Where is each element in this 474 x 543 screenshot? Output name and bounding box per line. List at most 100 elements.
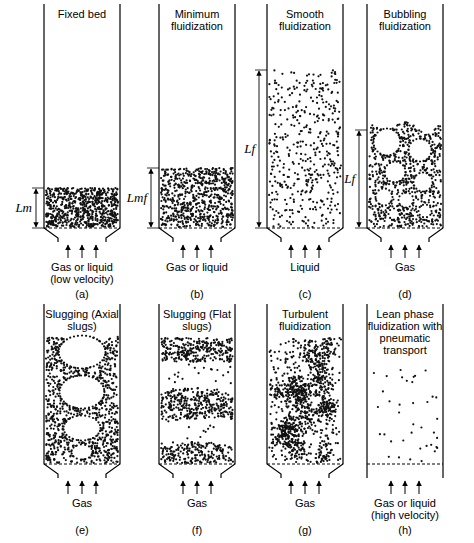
particle bbox=[327, 88, 329, 90]
particle bbox=[321, 95, 323, 97]
particle bbox=[296, 80, 298, 82]
particle bbox=[327, 133, 329, 135]
particle bbox=[229, 223, 231, 225]
particle bbox=[161, 188, 163, 190]
particle bbox=[281, 73, 283, 75]
particle bbox=[326, 198, 328, 200]
particle bbox=[306, 80, 308, 82]
particle bbox=[83, 202, 85, 204]
particle bbox=[337, 132, 339, 134]
particle bbox=[210, 206, 212, 208]
particle bbox=[321, 143, 323, 145]
particle bbox=[216, 180, 218, 182]
particle bbox=[109, 225, 111, 227]
particle bbox=[60, 220, 62, 222]
particle bbox=[208, 217, 210, 219]
particle bbox=[165, 205, 167, 207]
particle bbox=[277, 212, 279, 214]
particle bbox=[226, 219, 228, 221]
particle bbox=[183, 168, 185, 170]
particle bbox=[49, 213, 51, 215]
particle bbox=[226, 224, 228, 226]
particle bbox=[74, 217, 76, 219]
particle bbox=[280, 109, 282, 111]
particle bbox=[181, 214, 183, 216]
particle bbox=[61, 196, 63, 198]
particle bbox=[319, 151, 321, 153]
particle bbox=[408, 190, 410, 192]
particle bbox=[334, 121, 336, 123]
particle bbox=[223, 199, 225, 201]
particle bbox=[174, 195, 176, 197]
particle bbox=[208, 206, 210, 208]
particle bbox=[60, 204, 62, 206]
particle bbox=[225, 171, 227, 173]
particle bbox=[407, 130, 409, 132]
particle bbox=[204, 204, 206, 206]
particle bbox=[331, 75, 333, 77]
particle bbox=[62, 222, 64, 224]
particle bbox=[70, 210, 72, 212]
particle bbox=[47, 196, 49, 198]
particle bbox=[316, 202, 318, 204]
particle bbox=[187, 187, 189, 189]
particle bbox=[329, 212, 331, 214]
particle bbox=[270, 109, 272, 111]
particle bbox=[305, 174, 307, 176]
particle bbox=[46, 193, 48, 195]
particle bbox=[216, 187, 218, 189]
particle bbox=[173, 180, 175, 182]
particle bbox=[68, 221, 70, 223]
particle bbox=[165, 211, 167, 213]
particle bbox=[275, 210, 277, 212]
particle bbox=[102, 219, 104, 221]
particle bbox=[305, 144, 307, 146]
particle bbox=[198, 176, 200, 178]
particle bbox=[231, 191, 233, 193]
particle bbox=[165, 188, 167, 190]
particle bbox=[277, 156, 279, 158]
particle bbox=[317, 136, 319, 138]
particle bbox=[191, 184, 193, 186]
particle bbox=[109, 198, 111, 200]
particle bbox=[312, 74, 314, 76]
particle bbox=[195, 219, 197, 221]
particle bbox=[193, 171, 195, 173]
particle bbox=[333, 105, 335, 107]
particle bbox=[217, 221, 219, 223]
particle bbox=[437, 202, 439, 204]
particle bbox=[213, 196, 215, 198]
particle bbox=[164, 223, 166, 225]
particle bbox=[111, 198, 113, 200]
particle bbox=[182, 223, 184, 225]
particle bbox=[73, 225, 75, 227]
particle bbox=[212, 216, 214, 218]
particle bbox=[220, 212, 222, 214]
particle bbox=[191, 186, 193, 188]
particle bbox=[160, 207, 162, 209]
particle bbox=[432, 175, 434, 177]
particle bbox=[114, 215, 116, 217]
particle bbox=[176, 201, 178, 203]
particle bbox=[277, 165, 279, 167]
particle bbox=[306, 88, 308, 90]
particle bbox=[61, 225, 63, 227]
particle bbox=[95, 215, 97, 217]
particle bbox=[271, 199, 273, 201]
particle bbox=[56, 205, 58, 207]
particle bbox=[383, 225, 385, 227]
particle bbox=[211, 174, 213, 176]
particle bbox=[204, 181, 206, 183]
particle bbox=[202, 219, 204, 221]
particle bbox=[187, 216, 189, 218]
particle bbox=[283, 163, 285, 165]
particle bbox=[271, 107, 273, 109]
particle bbox=[338, 111, 340, 113]
particle bbox=[185, 172, 187, 174]
particle bbox=[65, 204, 67, 206]
particle bbox=[77, 214, 79, 216]
particle bbox=[187, 173, 189, 175]
particle bbox=[58, 190, 60, 192]
particle bbox=[319, 74, 321, 76]
particle bbox=[107, 191, 109, 193]
